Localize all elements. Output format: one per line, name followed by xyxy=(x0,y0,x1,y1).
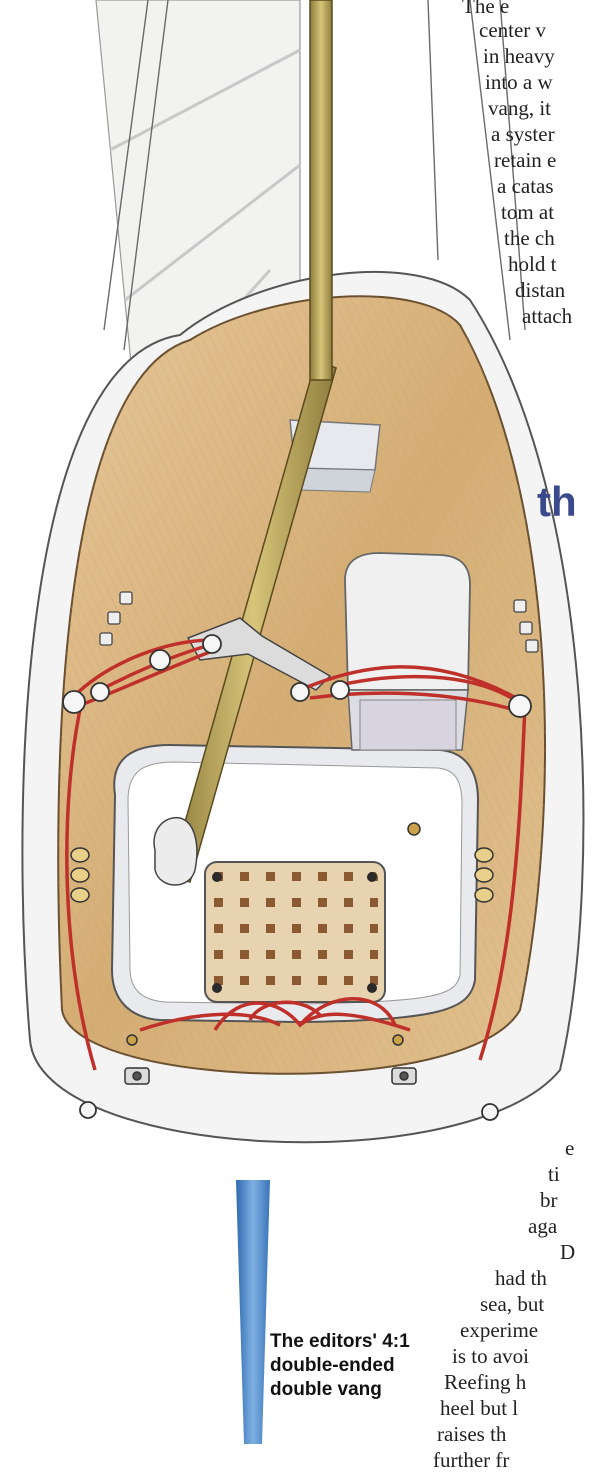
text-line: into a w xyxy=(485,70,553,94)
text-line: distan xyxy=(515,278,565,302)
text-line: a catas xyxy=(497,174,554,198)
text-line: further fr xyxy=(433,1448,509,1472)
text-line: br xyxy=(540,1188,558,1212)
text-line: e xyxy=(565,1136,574,1160)
text-line: the ch xyxy=(504,226,555,250)
text-line: attach xyxy=(522,304,572,328)
figure-caption: The editors' 4:1 double-ended double van… xyxy=(270,1330,400,1402)
text-line: D xyxy=(560,1240,575,1264)
text-line: center v xyxy=(479,18,546,42)
caption-line: The editors' 4:1 xyxy=(270,1330,400,1354)
caption-line: double-ended xyxy=(270,1354,400,1378)
text-line: Reefing h xyxy=(444,1370,526,1394)
caption-line: double vang xyxy=(270,1378,400,1402)
text-line: sea, but xyxy=(480,1292,544,1316)
text-line: in heavy xyxy=(483,44,555,68)
text-line: raises th xyxy=(437,1422,506,1446)
text-line: tom at xyxy=(501,200,554,224)
text-line: is to avoi xyxy=(452,1344,529,1368)
text-line: had th xyxy=(495,1266,547,1290)
text-line: The e xyxy=(462,0,509,18)
text-line: experime xyxy=(460,1318,538,1342)
text-line: hold t xyxy=(508,252,556,276)
text-line: heel but l xyxy=(440,1396,518,1420)
text-line: aga xyxy=(528,1214,557,1238)
text-line: retain e xyxy=(494,148,556,172)
text-line: ti xyxy=(548,1162,560,1186)
pull-quote: th xyxy=(537,480,577,524)
text-line: vang, it xyxy=(488,96,551,120)
text-line: a syster xyxy=(491,122,555,146)
